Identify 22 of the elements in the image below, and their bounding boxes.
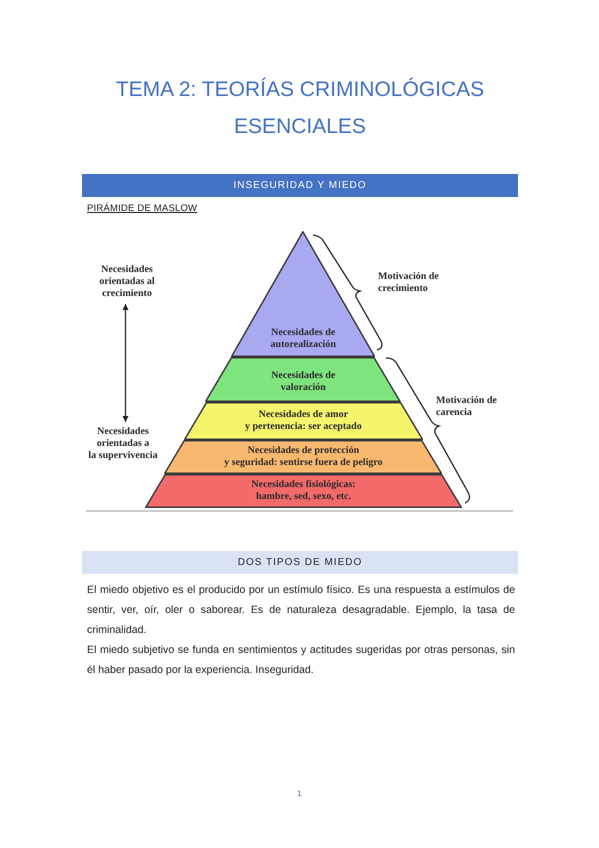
- page-title: TEMA 2: TEORÍAS CRIMINOLÓGICAS ESENCIALES: [114, 76, 486, 140]
- bracket-label: Motivación de crecimiento: [378, 271, 439, 295]
- paragraph: El miedo objetivo es el producido por un estímulo físico. Es una respuesta a estímulos de sentir, ver, oír, oler o saborear. Es de naturaleza desagradable. Ejemplo, la tasa de criminalidad.: [87, 583, 515, 638]
- pyramid-tier: [164, 440, 442, 474]
- double-arrow: [122, 304, 128, 422]
- side-label: Necesidades orientadas al crecimiento: [85, 264, 169, 300]
- side-label: Necesidades orientadas a la supervivencia: [80, 426, 166, 462]
- subheading: PIRÁMIDE DE MASLOW: [87, 203, 198, 214]
- pyramid-tier: [231, 231, 376, 357]
- page-number: 1: [297, 789, 302, 798]
- tier-label: Necesidades de valoración: [271, 370, 336, 394]
- tier-label: Necesidades fisiológicas: hambre, sed, sexo, etc.: [251, 479, 356, 503]
- tier-label: Necesidades de autorealización: [270, 327, 336, 351]
- paragraph: El miedo subjetivo se funda en sentimientos y actitudes sugeridas por otras personas, sin él haber pasado por la experiencia. Inseguridad.: [87, 643, 515, 678]
- pyramid-tier: [205, 357, 402, 402]
- section-banner: DOS TIPOS DE MIEDO: [82, 551, 518, 574]
- section-banner: INSEGURIDAD Y MIEDO: [82, 174, 518, 197]
- pyramid-tier: [184, 402, 423, 440]
- pyramid-tier: [145, 474, 462, 508]
- tier-label: Necesidades de protección y seguridad: sentirse fuera de peligro: [224, 445, 383, 469]
- bracket-label: Motivación de carencia: [436, 395, 497, 419]
- tier-label: Necesidades de amor y pertenencia: ser aceptado: [245, 409, 362, 433]
